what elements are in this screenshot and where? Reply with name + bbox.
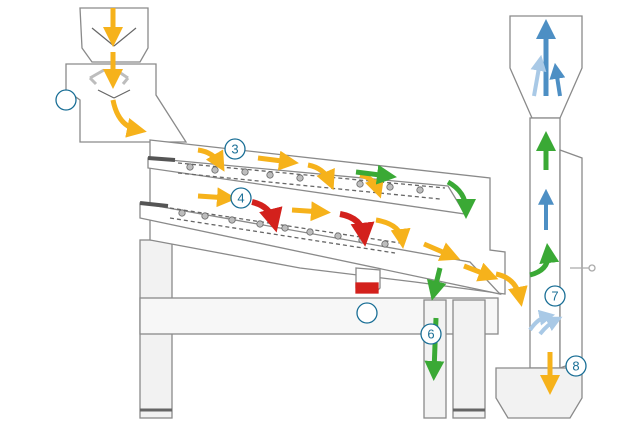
yellow-flow-arrow-icon bbox=[307, 162, 335, 191]
yellow-flow-arrow-icon bbox=[463, 262, 499, 282]
yellow-flow-arrow-icon bbox=[291, 201, 331, 222]
sieve-ball bbox=[306, 228, 314, 236]
red-flow-arrow-icon bbox=[251, 199, 283, 233]
marker-6: 6 bbox=[420, 323, 442, 345]
marker-5-ring bbox=[356, 302, 378, 324]
marker-7-label: 7 bbox=[551, 289, 558, 304]
sieve-ball bbox=[256, 220, 264, 228]
reject-collector bbox=[355, 282, 379, 294]
sieve-ball bbox=[201, 212, 209, 220]
marker-3-label: 3 bbox=[231, 142, 238, 157]
sieve-ball bbox=[266, 171, 274, 179]
aspiration-side bbox=[559, 149, 583, 369]
sieve-ball bbox=[381, 240, 389, 248]
machine-frame bbox=[65, 7, 596, 419]
red-flow-arrow-icon bbox=[339, 211, 375, 247]
marker-8-ring bbox=[565, 355, 587, 377]
marker-3-ring bbox=[224, 138, 246, 160]
marker-6-label: 6 bbox=[427, 327, 434, 342]
aspiration-bottom bbox=[495, 367, 583, 419]
yellow-flow-arrow-icon bbox=[197, 147, 225, 172]
yellow-flow-arrow-icon bbox=[197, 187, 237, 208]
sieve-ball bbox=[356, 180, 364, 188]
marker-4-ring bbox=[230, 187, 252, 209]
blue-air-arrow-icon bbox=[538, 316, 563, 336]
marker-4-label: 4 bbox=[237, 191, 244, 206]
green-flow-arrow-icon bbox=[426, 267, 447, 301]
marker-8: 8 bbox=[565, 355, 587, 377]
sieve-ball bbox=[296, 174, 304, 182]
sieve-ball bbox=[281, 224, 289, 232]
marker-7: 7 bbox=[544, 285, 566, 307]
sieve-ball bbox=[211, 166, 219, 174]
sieve-ball bbox=[186, 163, 194, 171]
green-flow-arrow-icon bbox=[355, 164, 397, 185]
marker-7-ring bbox=[544, 285, 566, 307]
yellow-flow-arrow-icon bbox=[423, 241, 461, 261]
green-flow-arrow-icon bbox=[529, 243, 560, 278]
marker-4: 4 bbox=[230, 187, 252, 209]
sieve-ball bbox=[334, 232, 342, 240]
flow-arrows bbox=[103, 8, 566, 395]
yellow-flow-arrow-icon bbox=[110, 99, 147, 138]
marker-6-ring bbox=[420, 323, 442, 345]
yellow-flow-arrow-icon bbox=[359, 172, 385, 199]
sieve-ball bbox=[386, 183, 394, 191]
marker-5 bbox=[356, 302, 378, 324]
marker-3: 3 bbox=[224, 138, 246, 160]
sieve-ball bbox=[178, 209, 186, 217]
yellow-flow-arrow-icon bbox=[375, 217, 411, 249]
blue-air-arrow-icon bbox=[528, 309, 556, 332]
sieve-ball bbox=[241, 168, 249, 176]
yellow-flow-arrow-icon bbox=[495, 271, 528, 307]
marker-8-label: 8 bbox=[572, 359, 579, 374]
number-markers: 3 4 6 7 8 bbox=[55, 89, 587, 377]
center-leg bbox=[452, 299, 486, 419]
sieve-ball bbox=[358, 236, 366, 244]
yellow-flow-arrow-icon bbox=[257, 150, 299, 171]
sieve-ball bbox=[228, 216, 236, 224]
marker-1-ring bbox=[55, 89, 77, 111]
blue-air-arrow-icon bbox=[549, 62, 566, 97]
sieve-ball bbox=[416, 186, 424, 194]
marker-1 bbox=[55, 89, 77, 111]
blue-air-arrow-icon bbox=[530, 54, 547, 97]
green-flow-arrow-icon bbox=[446, 179, 476, 219]
